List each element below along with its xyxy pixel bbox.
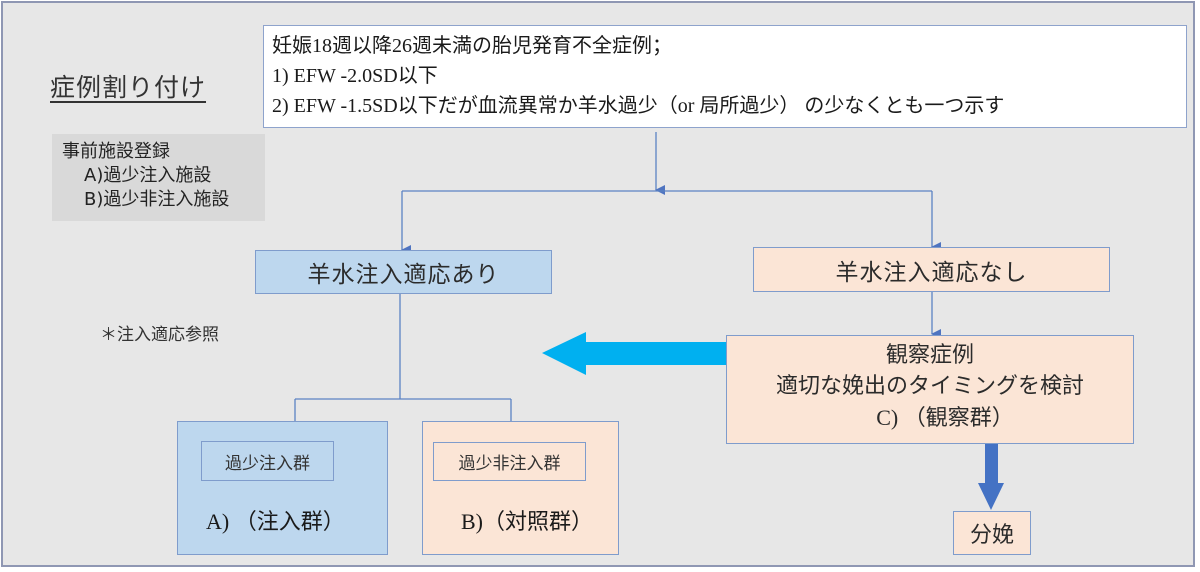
registry-heading: 事前施設登録	[62, 141, 170, 162]
group-a-box: 過少注入群 A) （注入群）	[177, 421, 388, 555]
diagram-title: 症例割り付け	[50, 73, 207, 102]
criteria-item: 1) EFW -2.0SD以下	[272, 65, 438, 87]
group-a-name: A) （注入群）	[206, 509, 345, 534]
observation-box: 観察症例 適切な娩出のタイミングを検討 C) （観察群）	[726, 335, 1134, 444]
indication-note: ＊注入適応参照	[100, 325, 219, 345]
facility-registry-box: 事前施設登録 A)過少注入施設 B)過少非注入施設	[52, 134, 265, 221]
indicated-node: 羊水注入適応あり	[255, 250, 552, 294]
criteria-item: 2) EFW -1.5SD以下だが血流異常か羊水過少（or 局所過少） の少なく…	[272, 95, 1005, 117]
cyan-left-arrow	[542, 332, 726, 375]
delivery-node: 分娩	[953, 511, 1031, 555]
observation-line: 観察症例	[885, 343, 974, 368]
observation-line: 適切な娩出のタイミングを検討	[775, 374, 1084, 399]
inclusion-criteria-box: 妊娠18週以降26週未満の胎児発育不全症例； 1) EFW -2.0SD以下 2…	[263, 25, 1187, 128]
group-b-name: B)（対照群）	[461, 509, 594, 534]
registry-item: A)過少注入施設	[84, 165, 212, 186]
group-b-box: 過少非注入群 B)（対照群）	[422, 421, 619, 555]
registry-item: B)過少非注入施設	[84, 189, 230, 210]
criteria-heading: 妊娠18週以降26週未満の胎児発育不全症例；	[272, 35, 672, 57]
blue-down-arrow	[978, 444, 1004, 510]
group-b-label: 過少非注入群	[433, 442, 586, 481]
group-a-label: 過少注入群	[201, 441, 334, 481]
not-indicated-node: 羊水注入適応なし	[753, 247, 1110, 292]
observation-group-name: C) （観察群）	[876, 405, 1014, 430]
